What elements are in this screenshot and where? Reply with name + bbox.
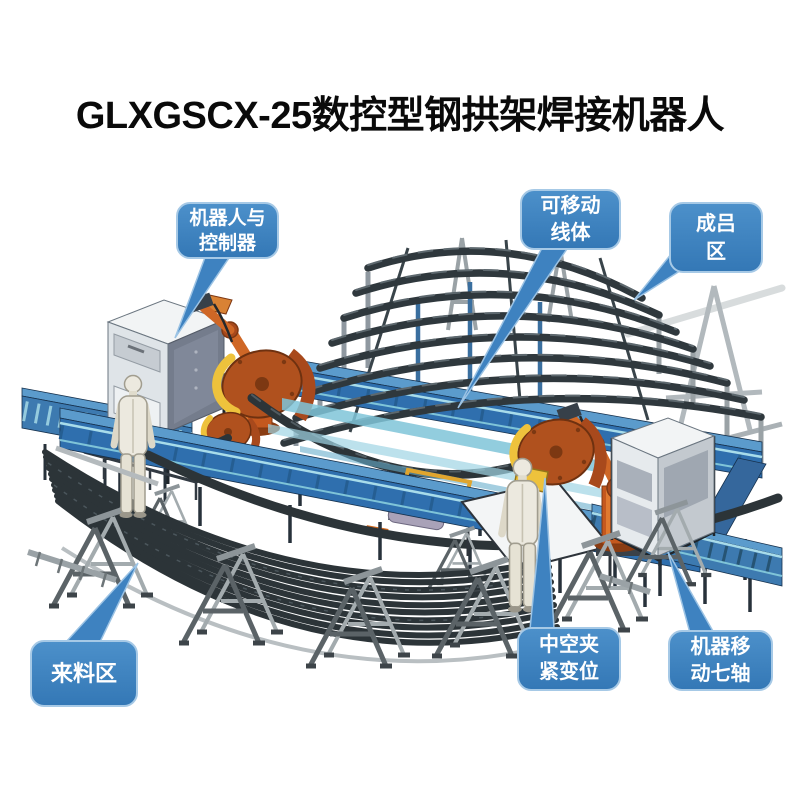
callout-tail-hollow-clamp-positioner bbox=[529, 477, 555, 630]
callout-finished-product-area: 成吕 区 bbox=[669, 202, 763, 273]
callout-incoming-material-area: 来料区 bbox=[30, 640, 138, 707]
callout-label-line: 紧变位 bbox=[539, 661, 599, 683]
callout-label-line: 线体 bbox=[550, 221, 591, 244]
callout-label-line: 成吕 bbox=[696, 212, 736, 235]
page-title: GLXGSCX-25数控型钢拱架焊接机器人 bbox=[75, 95, 725, 138]
control-cabinet-right bbox=[610, 417, 716, 562]
callout-hollow-clamp-positioner: 中空夹 紧变位 bbox=[517, 627, 621, 691]
callout-movable-line: 可移动 线体 bbox=[520, 189, 621, 250]
arch-vault-ribs bbox=[280, 247, 765, 447]
callout-tail-incoming-material-area bbox=[64, 562, 139, 643]
callout-label-line: 动七轴 bbox=[690, 662, 751, 685]
ground-rails bbox=[27, 445, 651, 595]
callout-label-line: 区 bbox=[706, 240, 726, 263]
callout-robot-travel-seventh-axis: 机器移 动七轴 bbox=[668, 630, 773, 691]
callout-label-line: 控制器 bbox=[198, 232, 256, 254]
callout-label-line: 中空夹 bbox=[539, 634, 599, 656]
callout-label-line: 机器移 bbox=[690, 635, 751, 658]
callout-label-line: 可移动 bbox=[540, 194, 601, 217]
callout-tail-robot-and-controller bbox=[174, 251, 235, 339]
callout-label-line: 机器人与 bbox=[189, 207, 266, 229]
callout-robot-and-controller: 机器人与 控制器 bbox=[176, 202, 279, 259]
callout-tail-movable-line bbox=[457, 245, 571, 409]
callout-label-line: 来料区 bbox=[50, 660, 117, 686]
callout-tail-robot-travel-seventh-axis bbox=[667, 551, 716, 634]
